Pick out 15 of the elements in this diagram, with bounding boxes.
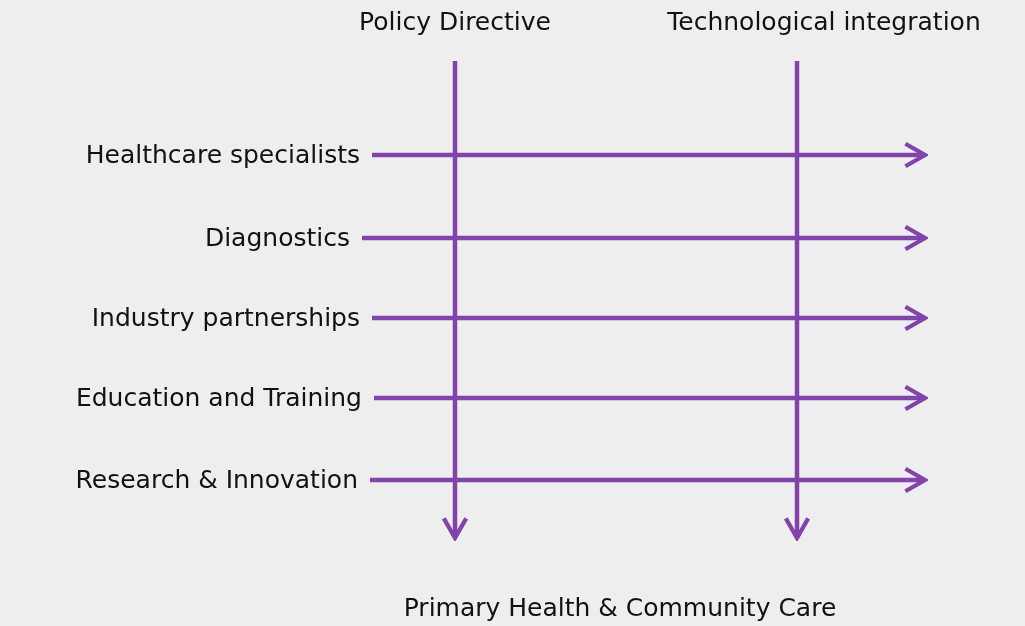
node-label: Technological integration [628,5,1020,39]
arrow [370,466,928,494]
target-label: Primary Health & Community Care [402,592,838,624]
node-label: Diagnostics [10,221,350,255]
arrow [372,304,928,332]
arrow [362,224,928,252]
arrow [372,141,928,169]
node-label: Education and Training [5,381,362,415]
arrow [441,61,469,541]
arrow [374,384,928,412]
node-label: Healthcare specialists [10,138,360,172]
node-label: Policy Directive [335,5,575,39]
arrow [783,61,811,541]
node-label: Research & Innovation [10,463,358,497]
node-label: Industry partnerships [10,301,360,335]
